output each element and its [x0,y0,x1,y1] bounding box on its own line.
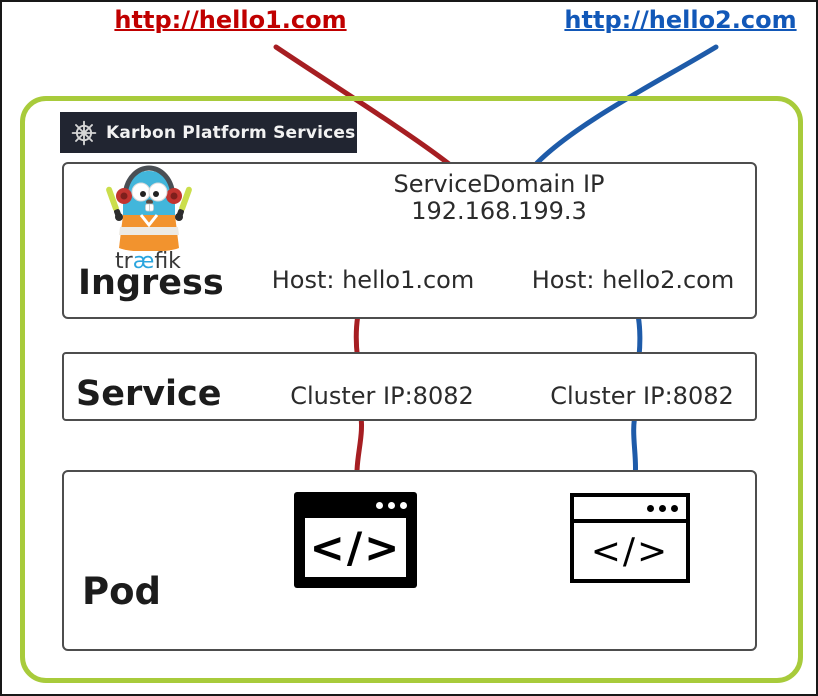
service-domain-label: ServiceDomain IP [393,170,605,198]
traefik-wordmark: træfik [115,249,181,274]
service-box [62,352,757,421]
service-domain-ip: 192.168.199.3 [411,197,587,225]
window-dot [671,504,678,512]
window-dot [388,501,395,509]
cluster-ip-1-label: Cluster IP:8082 [290,382,474,410]
ingress-box [62,162,757,319]
platform-header: Karbon Platform Services [60,112,357,153]
pod-row-label: Pod [82,570,162,613]
hello2-url-link[interactable]: http://hello2.com [564,6,797,34]
platform-header-title: Karbon Platform Services [106,122,356,143]
traefik-logo-icon [104,165,194,255]
service-row-label: Service [76,374,222,414]
platform-boundary [20,96,803,683]
app-window-code-filled-icon: </> [294,492,417,588]
window-dot [400,501,407,509]
host-hello2-label: Host: hello2.com [531,266,735,294]
window-titlebar [294,492,417,518]
code-glyph: </> [590,530,670,572]
app-window-code-outline-icon: </> [570,493,690,583]
code-glyph: </> [309,523,402,572]
window-dot [647,504,654,512]
helm-icon [71,120,97,146]
window-dot [659,504,666,512]
cluster-ip-2-label: Cluster IP:8082 [550,382,734,410]
ingress-row-label: Ingress [78,263,224,303]
window-titlebar [574,497,686,523]
host-hello1-label: Host: hello1.com [271,266,475,294]
hello1-url-link[interactable]: http://hello1.com [114,6,347,34]
window-dot [376,501,383,509]
